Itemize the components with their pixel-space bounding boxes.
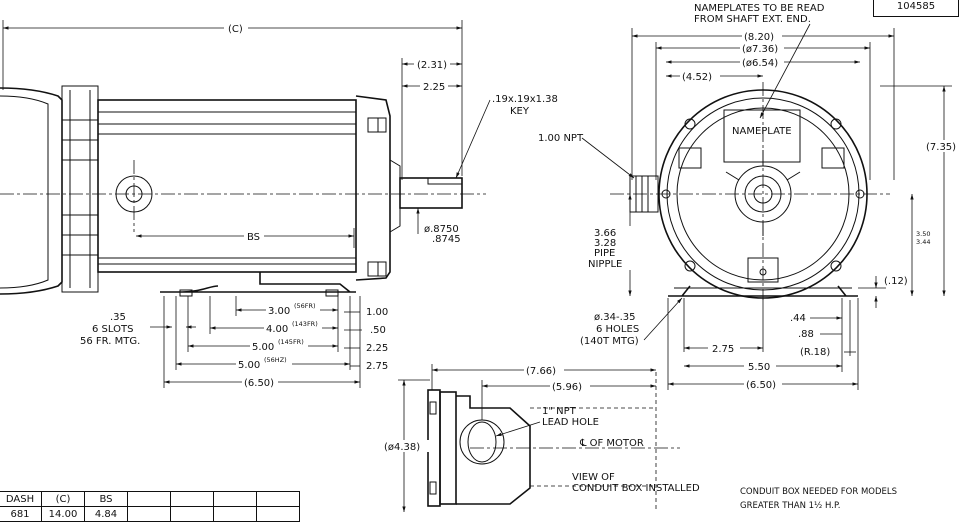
dim-300-note: (56FR) xyxy=(294,302,316,310)
nameplate-label: NAMEPLATE xyxy=(732,126,792,137)
table-cell: 14.00 xyxy=(41,506,85,522)
holes-count: 6 HOLES xyxy=(596,324,639,335)
nameplate-note-line1: NAMEPLATES TO BE READ xyxy=(694,3,825,14)
conduit-note-1: CONDUIT BOX NEEDED FOR MODELS xyxy=(740,487,897,497)
table-row: 681 14.00 4.84 xyxy=(0,506,300,522)
pipe-dim-1: 3.66 xyxy=(594,228,616,239)
table-header: (C) xyxy=(41,491,85,507)
drawing-number: 104585 xyxy=(873,0,959,17)
pipe-label: PIPE xyxy=(594,248,615,259)
table-cell xyxy=(213,506,257,522)
table-header xyxy=(170,491,214,507)
dim-50: .50 xyxy=(370,325,386,336)
slots-count: 6 SLOTS xyxy=(92,324,133,335)
dim-596: (5.96) xyxy=(552,382,582,393)
dim-88: .88 xyxy=(798,329,814,340)
dim-735: (7.35) xyxy=(926,142,956,153)
slots-dim: .35 xyxy=(110,312,126,323)
conduit-view xyxy=(427,372,680,512)
conduit-dimensions: (7.66) (5.96) 1" NPT LEAD HOLE ℄ OF MOTO… xyxy=(382,364,897,512)
nipple-label: NIPPLE xyxy=(588,259,622,270)
table-header xyxy=(127,491,171,507)
side-dimensions: (C) (2.31) 2.25 .19x.19x1.38 KEY ø.8750 … xyxy=(2,20,558,389)
conduit-note-2: GREATER THAN 1½ H.P. xyxy=(740,501,840,511)
dash-table: DASH (C) BS 681 14.00 4.84 xyxy=(0,491,300,522)
holes-mount: (140T MTG) xyxy=(580,336,639,347)
table-cell xyxy=(127,506,171,522)
dim-overall-length: (C) xyxy=(228,24,243,35)
table-cell: 4.84 xyxy=(84,506,128,522)
dim-500a-note: (145FR) xyxy=(278,338,304,346)
height-max: 3.50 xyxy=(916,230,930,238)
table-cell xyxy=(256,506,300,522)
slots-mount: 56 FR. MTG. xyxy=(80,336,140,347)
dim-654: (ø6.54) xyxy=(742,58,778,69)
dim-bs: BS xyxy=(247,232,260,243)
pipe-dim-2: 3.28 xyxy=(594,238,616,249)
dim-500a: 5.00 xyxy=(252,342,274,353)
dim-400-note: (143FR) xyxy=(292,320,318,328)
dim-550: 5.50 xyxy=(748,362,770,373)
dim-400: 4.00 xyxy=(266,324,288,335)
table-header-row: DASH (C) BS xyxy=(0,491,300,507)
dim-44: .44 xyxy=(790,313,806,324)
dim-shaft-len: 2.25 xyxy=(423,82,445,93)
dim-100: 1.00 xyxy=(366,307,388,318)
dim-500b-note: (56HZ) xyxy=(264,356,287,364)
end-view xyxy=(610,82,890,300)
view-title-1: VIEW OF xyxy=(572,472,615,483)
dim-12: (.12) xyxy=(884,276,908,287)
table-cell xyxy=(170,506,214,522)
table-header: BS xyxy=(84,491,128,507)
npt-label: 1.00 NPT xyxy=(538,133,584,144)
view-title-2: CONDUIT BOX INSTALLED xyxy=(572,483,700,494)
lead-hole-size: 1" NPT xyxy=(542,406,577,417)
dim-500b: 5.00 xyxy=(238,360,260,371)
table-cell: 681 xyxy=(0,506,42,522)
dim-shaft-ext: (2.31) xyxy=(417,60,447,71)
dim-650-side: (6.50) xyxy=(244,378,274,389)
shaft-diameter-max: ø.8750 xyxy=(424,224,459,235)
motor-centerline: ℄ OF MOTOR xyxy=(579,438,644,449)
shaft-diameter-min: .8745 xyxy=(432,234,461,245)
dim-650-end: (6.50) xyxy=(746,380,776,391)
dim-452: (4.52) xyxy=(682,72,712,83)
dim-820: (8.20) xyxy=(744,32,774,43)
holes-dia: ø.34-.35 xyxy=(594,312,636,323)
table-header xyxy=(256,491,300,507)
table-header: DASH xyxy=(0,491,42,507)
table-header xyxy=(213,491,257,507)
dim-275: 2.75 xyxy=(366,361,388,372)
lead-hole-label: LEAD HOLE xyxy=(542,417,599,428)
dim-766: (7.66) xyxy=(526,366,556,377)
dim-r18: (R.18) xyxy=(800,347,830,358)
dim-225: 2.25 xyxy=(366,343,388,354)
end-dimensions: NAMEPLATES TO BE READ FROM SHAFT EXT. EN… xyxy=(538,3,960,391)
side-view xyxy=(0,85,486,297)
dim-438: (ø4.38) xyxy=(384,442,420,453)
dim-275-end: 2.75 xyxy=(712,344,734,355)
nameplate-note-line2: FROM SHAFT EXT. END. xyxy=(694,14,811,25)
dim-736: (ø7.36) xyxy=(742,44,778,55)
key-label: KEY xyxy=(510,106,530,117)
dim-300: 3.00 xyxy=(268,306,290,317)
key-size: .19x.19x1.38 xyxy=(492,94,558,105)
height-min: 3.44 xyxy=(916,238,930,246)
